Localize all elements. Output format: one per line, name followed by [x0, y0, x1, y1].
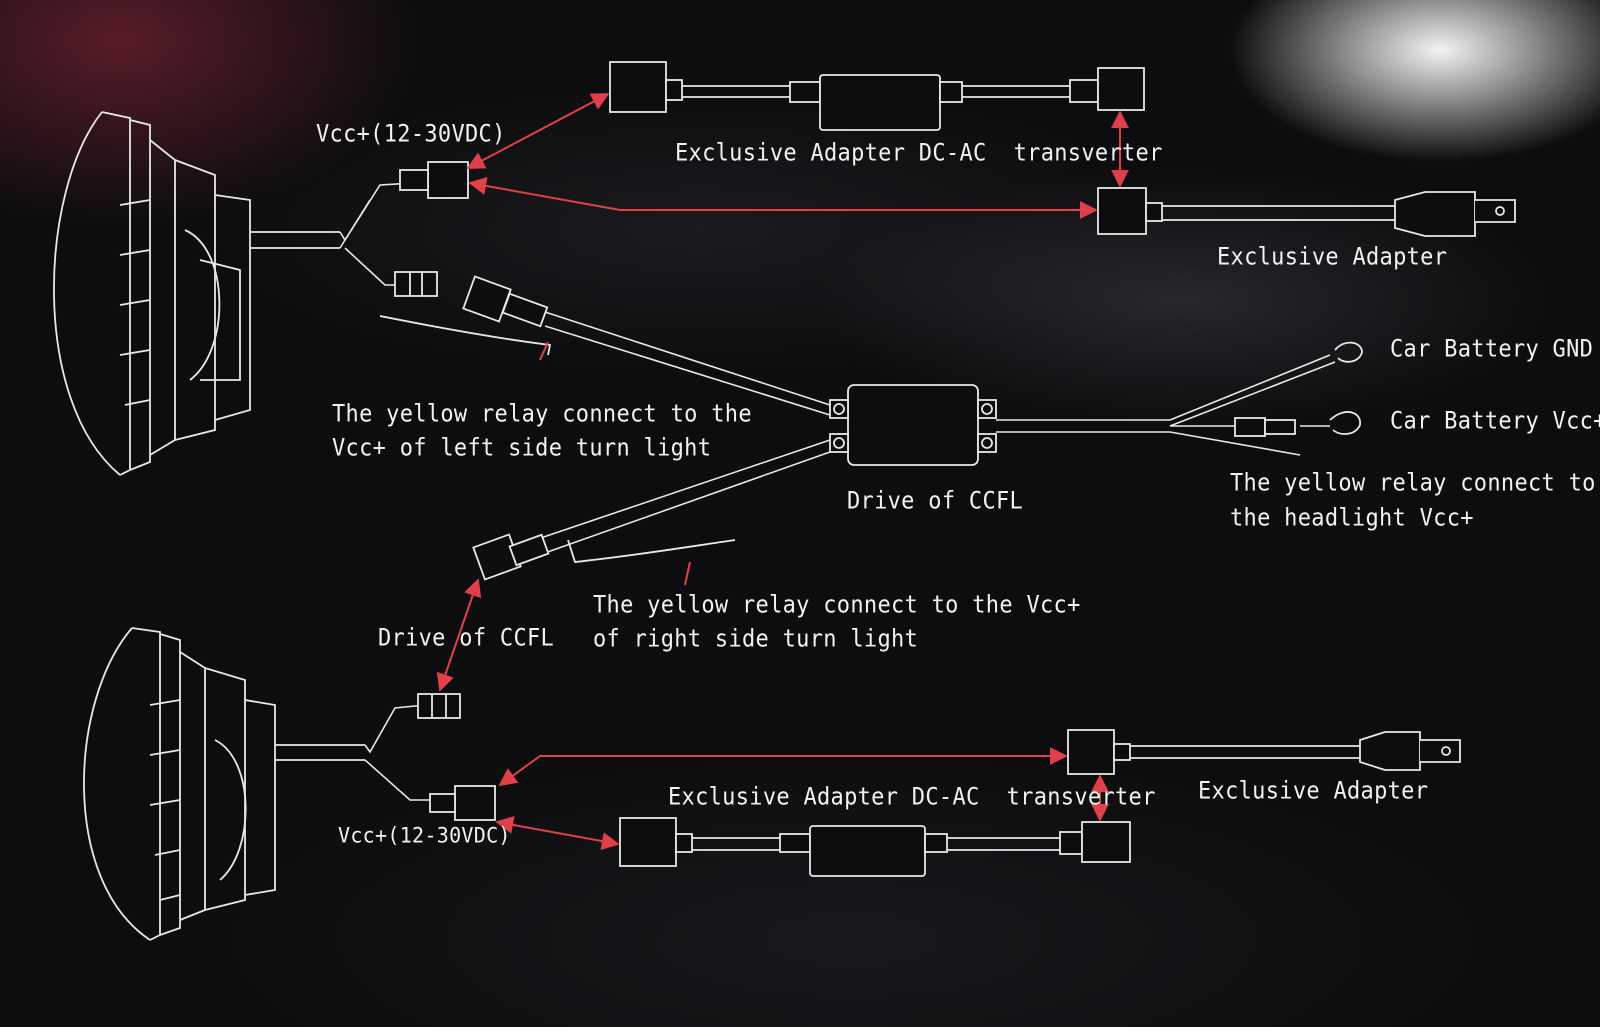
top-headlight-wires [339, 181, 431, 286]
right-relay-label-line2: of right side turn light [593, 625, 919, 653]
arrow-connector-to-relay [436, 578, 482, 692]
pointer-left-relay [539, 341, 549, 361]
ring-terminal-gnd-icon [1334, 341, 1363, 363]
top-small-connector-icon [394, 271, 438, 297]
ccfl-driver-box-icon [829, 384, 997, 466]
arrow-vcc-to-transverter [466, 93, 610, 169]
top-adapter-label: Exclusive Adapter [1217, 243, 1448, 271]
bottom-adapter-label: Exclusive Adapter [1198, 777, 1429, 805]
top-transverter-icon [609, 61, 1145, 131]
top-vcc-connector-icon [399, 161, 469, 199]
headlight-relay-label-line1: The yellow relay connect to [1230, 469, 1596, 497]
left-relay-label-line1: The yellow relay connect to the [332, 400, 752, 428]
top-headlight-icon [53, 111, 340, 476]
arrow-vcc-to-adapter [468, 177, 1098, 219]
bottom-drive-label: Drive of CCFL [378, 624, 555, 652]
top-vcc-label: Vcc+(12-30VDC) [316, 120, 506, 148]
bottom-relay-plug-icon [472, 533, 736, 581]
arrow-vcc-to-bottom-adapter [498, 747, 1068, 787]
ring-terminal-vcc-icon [1329, 411, 1361, 435]
center-wires-bottom [519, 439, 831, 561]
bottom-dcac-label: Exclusive Adapter DC-AC transverter [668, 783, 1156, 811]
top-dcac-label: Exclusive Adapter DC-AC transverter [675, 139, 1163, 167]
battery-gnd-label: Car Battery GND [1390, 335, 1594, 363]
bottom-adapter-icon [1067, 729, 1461, 775]
left-relay-label-line2: Vcc+ of left side turn light [332, 434, 712, 462]
center-wires-top [544, 311, 831, 416]
pointer-right-relay [684, 561, 691, 586]
right-relay-label-line1: The yellow relay connect to the Vcc+ [593, 591, 1081, 619]
arrow-vcc-to-bottom-transverter [495, 816, 620, 850]
battery-wires [996, 354, 1336, 456]
bottom-transverter-icon [619, 817, 1131, 877]
battery-vcc-label: Car Battery Vcc+ [1390, 407, 1600, 435]
bottom-vcc-connector-icon [429, 785, 496, 821]
top-relay-plug-icon [379, 275, 552, 356]
bottom-vcc-label: Vcc+(12-30VDC) [338, 822, 511, 848]
headlight-relay-label-line2: the headlight Vcc+ [1230, 504, 1474, 532]
bottom-headlight-icon [83, 627, 365, 941]
bottom-small-connector-icon [417, 693, 461, 719]
bottom-headlight-wires [364, 704, 450, 801]
center-drive-label: Drive of CCFL [847, 487, 1024, 515]
top-adapter-icon [1097, 187, 1516, 237]
